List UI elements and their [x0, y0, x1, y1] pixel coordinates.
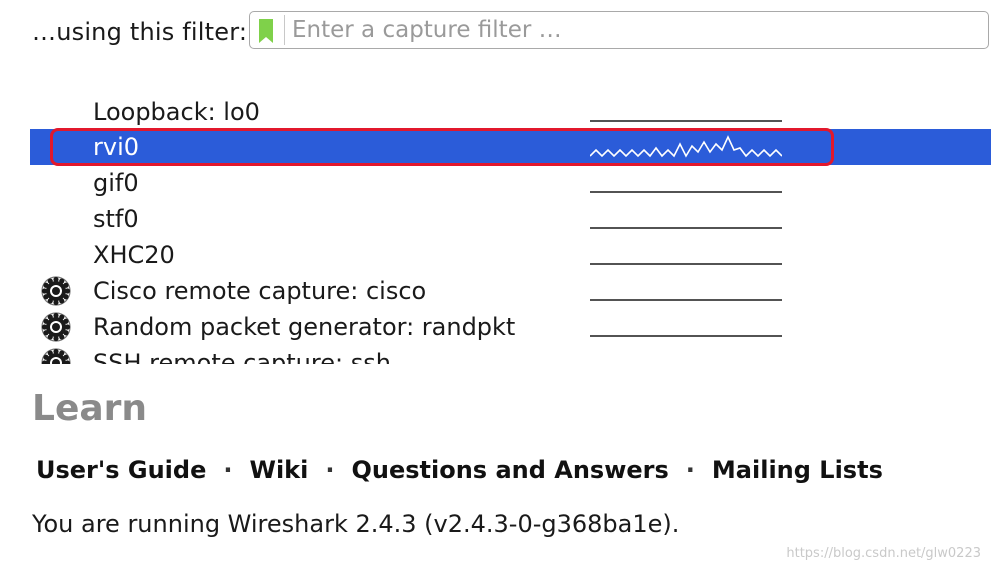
traffic-sparkline — [590, 120, 782, 122]
interface-row[interactable]: SSH remote capture: ssh — [30, 345, 991, 364]
traffic-sparkline — [590, 335, 782, 337]
link-separator: · — [325, 456, 335, 484]
learn-link[interactable]: Questions and Answers — [351, 456, 669, 484]
interface-name: stf0 — [93, 205, 139, 233]
learn-link[interactable]: Wiki — [249, 456, 309, 484]
capture-filter-input[interactable] — [292, 13, 972, 46]
learn-link[interactable]: Mailing Lists — [711, 456, 883, 484]
learn-link[interactable]: User's Guide — [36, 456, 207, 484]
interface-row[interactable]: stf0 — [30, 201, 991, 237]
link-separator: · — [685, 456, 695, 484]
gear-icon — [41, 276, 71, 306]
version-text: You are running Wireshark 2.4.3 (v2.4.3-… — [32, 510, 680, 538]
interface-row[interactable]: rvi0 — [30, 129, 991, 165]
watermark: https://blog.csdn.net/glw0223 — [786, 546, 981, 561]
interface-name: Cisco remote capture: cisco — [93, 277, 427, 305]
traffic-sparkline — [590, 349, 782, 364]
interface-name: Random packet generator: randpkt — [93, 313, 516, 341]
link-separator: · — [223, 456, 233, 484]
traffic-sparkline — [590, 263, 782, 265]
interface-name: rvi0 — [93, 133, 140, 161]
gear-icon — [41, 348, 71, 364]
interface-name: Loopback: lo0 — [93, 98, 260, 126]
interface-row[interactable]: gif0 — [30, 165, 991, 201]
capture-filter-row: …using this filter: — [32, 12, 247, 52]
interface-row[interactable]: XHC20 — [30, 237, 991, 273]
capture-filter-field[interactable] — [249, 11, 989, 49]
learn-heading: Learn — [32, 388, 148, 429]
filter-label: …using this filter: — [32, 18, 248, 46]
interface-row[interactable]: Loopback: lo0 — [30, 94, 991, 130]
gear-icon — [41, 312, 71, 342]
bookmark-icon[interactable] — [257, 18, 275, 44]
traffic-sparkline — [590, 299, 782, 301]
learn-links: User's Guide · Wiki · Questions and Answers ·… — [36, 456, 883, 484]
interface-name: XHC20 — [93, 241, 175, 269]
traffic-sparkline — [590, 227, 782, 229]
traffic-sparkline — [590, 135, 782, 158]
interface-name: gif0 — [93, 169, 139, 197]
interface-row[interactable]: Cisco remote capture: cisco — [30, 273, 991, 309]
traffic-sparkline — [590, 191, 782, 193]
interface-name: SSH remote capture: ssh — [93, 349, 391, 364]
interface-row[interactable]: Random packet generator: randpkt — [30, 309, 991, 345]
field-divider — [284, 15, 285, 45]
